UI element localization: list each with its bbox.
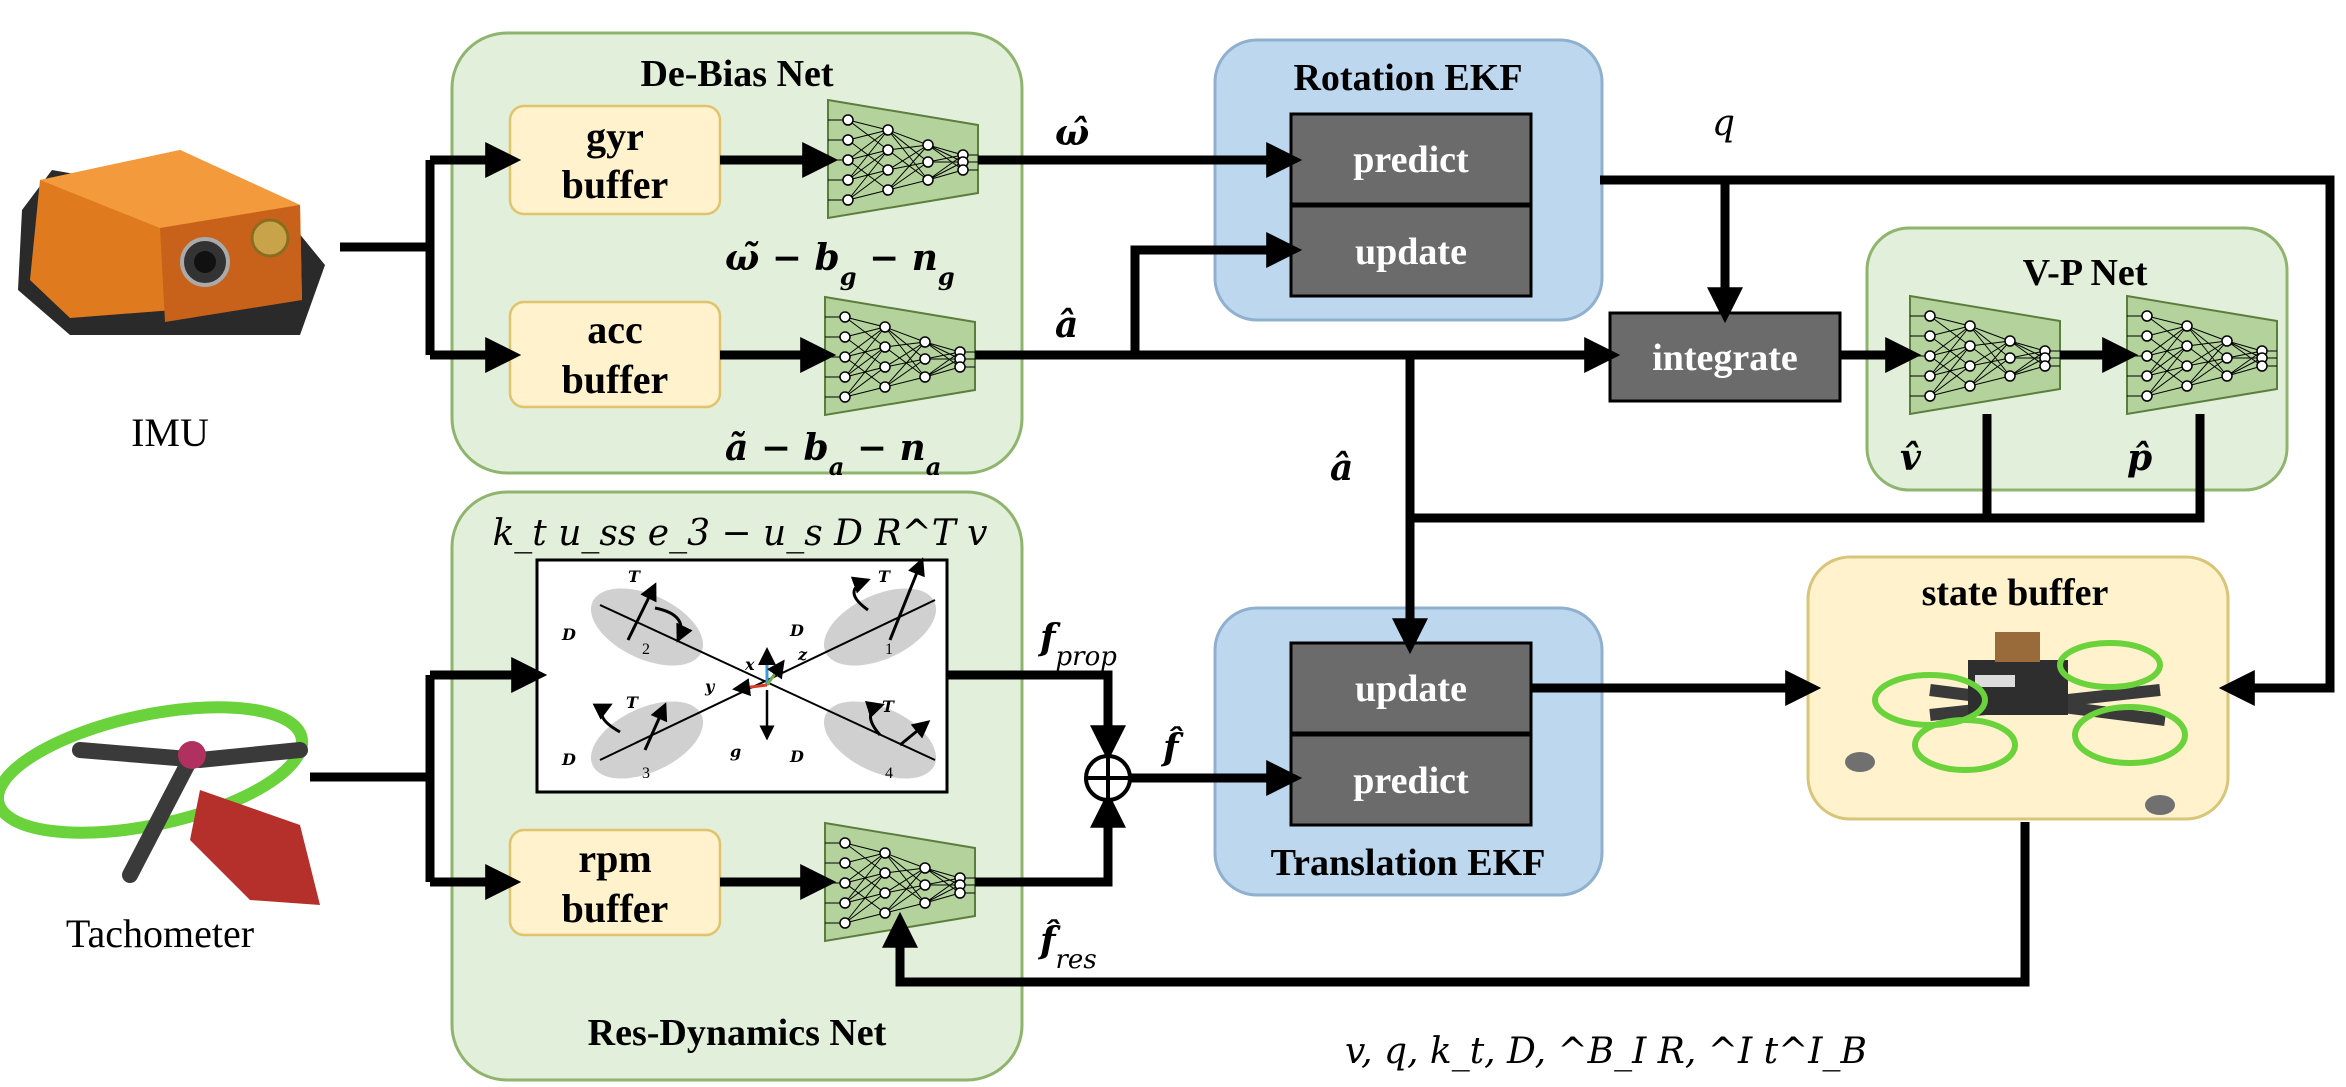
f-res-label: f̂res [1037,919,1097,975]
svg-text:predict: predict [1353,139,1469,181]
state-buffer-title: state buffer [1922,572,2109,614]
translation-update-block: update [1289,641,1533,735]
drone-image [1845,632,2188,815]
d1-label: D [789,621,804,640]
a-hat-mid-label: â [1330,447,1353,489]
rotor-3-number: 3 [642,765,650,782]
v-hat-label: v̂ [1900,437,1922,479]
q-label: q [1712,103,1735,144]
gyr-buffer: gyr buffer [508,104,722,216]
tachometer-device-image [0,701,320,905]
connection-lines [310,142,2335,987]
acc-debias-equation: ã − ba − na [725,427,941,481]
svg-text:predict: predict [1353,760,1469,802]
state-variables-label: v, q, k_t, D, ^B_I R, ^I t^I_B [1345,1031,1867,1072]
svg-text:rpm: rpm [578,836,651,881]
d3-label: D [561,750,576,769]
res-dynamics-net-title: Res-Dynamics Net [588,1012,887,1054]
rpm-buffer: rpm buffer [508,828,722,937]
gravity-label: g [730,742,741,761]
svg-text:buffer: buffer [562,886,669,931]
omega-debias-equation: ω̃ − bg − ng [725,237,955,291]
t4-label: T [882,697,895,716]
omega-hat-label: ω̂ [1055,112,1089,154]
svg-text:gyr: gyr [586,114,644,159]
svg-text:update: update [1355,231,1467,273]
vp-net-title: V-P Net [2023,252,2148,294]
t1-label: T [878,567,891,586]
rotor-4-number: 4 [885,765,893,782]
body-y-label: y [704,677,716,696]
t2-label: T [628,567,641,586]
dynamics-equation: k_t u_ss e_3 − u_s D R^T v [492,513,987,554]
f-prop-label: fprop [1037,617,1117,672]
svg-text:update: update [1355,668,1467,710]
d2-label: D [561,625,576,644]
svg-text:buffer: buffer [562,357,669,402]
integrate-block: integrate [1608,311,1842,403]
rotation-update-block: update [1289,204,1533,298]
a-hat-top-label: â [1055,304,1078,346]
translation-ekf-title: Translation EKF [1271,842,1546,884]
acc-buffer: acc buffer [508,300,722,409]
p-hat-label: p̂ [2127,437,2152,479]
svg-text:acc: acc [587,307,643,352]
imu-label: IMU [131,410,209,455]
rotor-1-number: 1 [885,641,893,658]
sum-junction-icon [1084,754,1132,802]
translation-predict-block: predict [1289,733,1533,827]
body-z-label: z [797,645,808,664]
rotor-2-number: 2 [642,641,650,658]
svg-text:buffer: buffer [562,162,669,207]
t3-label: T [626,693,639,712]
rotation-ekf-title: Rotation EKF [1293,57,1522,99]
rotation-predict-block: predict [1289,112,1533,206]
tachometer-label: Tachometer [66,911,254,956]
imu-device-image [18,150,325,335]
body-x-label: x [744,655,755,674]
quadrotor-dynamics-diagram: T T T T D D D D 2 1 3 4 x y z g [535,557,949,794]
d4-label: D [789,747,804,766]
debias-net-title: De-Bias Net [640,53,833,95]
f-hat-label: f̂ [1160,726,1184,769]
svg-text:integrate: integrate [1652,337,1798,379]
